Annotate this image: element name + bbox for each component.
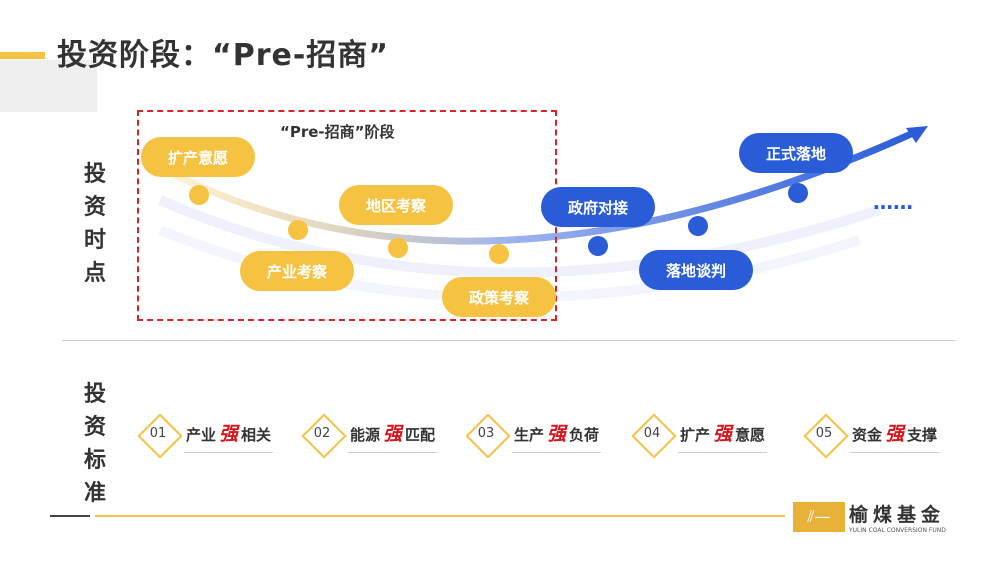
title-accent-bar [0, 52, 45, 59]
strong-char: 强 [885, 423, 905, 445]
stage-dot [688, 216, 708, 236]
stage-dot [788, 183, 808, 203]
standard-number: 03 [477, 426, 495, 441]
standard-item: 05 资金强支撑 [804, 414, 940, 454]
label-char: 投 [83, 382, 106, 407]
label-char: 点 [83, 261, 106, 286]
section-label-standards: 投 资 标 准 [80, 378, 110, 510]
strong-char: 强 [713, 423, 733, 445]
label-char: 标 [83, 448, 106, 473]
label-char: 投 [83, 162, 106, 187]
standard-text: 产业强相关 [184, 415, 274, 453]
page-title: 投资阶段：“Pre-招商” [57, 38, 390, 73]
label-char: 资 [83, 195, 106, 220]
standard-item: 03 生产强负荷 [466, 414, 602, 454]
standard-text: 能源强匹配 [348, 415, 438, 453]
section-divider [62, 340, 955, 341]
diamond-number-icon: 05 [804, 414, 844, 454]
diamond-number-icon: 03 [466, 414, 506, 454]
standard-item: 04 扩产强意愿 [632, 414, 768, 454]
standard-number: 01 [149, 426, 167, 441]
strong-char: 强 [547, 423, 567, 445]
stage-pill: 产业考察 [240, 251, 354, 291]
text: 资金 [852, 426, 883, 444]
label-char: 时 [83, 228, 106, 253]
stage-dots [189, 183, 808, 264]
footer-dash [50, 515, 90, 517]
standard-text: 生产强负荷 [512, 415, 602, 453]
stage-pill: 扩产意愿 [141, 137, 255, 177]
strong-char: 强 [383, 423, 403, 445]
text: 匹配 [405, 426, 436, 444]
standard-text: 扩产强意愿 [678, 415, 768, 453]
company-logo: ⫽— 榆煤基金 YULIN COAL CONVERSION FUND [793, 500, 946, 534]
text: 生产 [514, 426, 545, 444]
ellipsis: …… [873, 190, 913, 214]
stage-dot [588, 236, 608, 256]
stage-dot [189, 185, 209, 205]
logo-mark-icon: ⫽— [793, 502, 845, 532]
stage-dot [288, 220, 308, 240]
standard-number: 05 [815, 426, 833, 441]
faded-curve [157, 195, 882, 278]
main-curve [163, 126, 922, 245]
section-label-timing: 投 资 时 点 [80, 158, 110, 290]
standard-text: 资金强支撑 [850, 415, 940, 453]
arrow-head-icon [906, 126, 928, 143]
stage-pill: 政策考察 [442, 277, 556, 317]
decorative-grey-box [0, 60, 97, 112]
diamond-number-icon: 01 [138, 414, 178, 454]
diamond-number-icon: 04 [632, 414, 672, 454]
label-char: 准 [83, 481, 106, 506]
text: 扩产 [680, 426, 711, 444]
text: 支撑 [907, 426, 938, 444]
footer-line [95, 515, 785, 517]
stage-dot [489, 244, 509, 264]
pre-stage-label: “Pre-招商”阶段 [280, 123, 395, 141]
standard-number: 04 [643, 426, 661, 441]
stage-pill: 政府对接 [541, 187, 655, 227]
text: 意愿 [735, 426, 766, 444]
logo-name: 榆煤基金 [849, 504, 946, 526]
text: 产业 [186, 426, 217, 444]
diamond-number-icon: 02 [302, 414, 342, 454]
stage-pill: 落地谈判 [639, 250, 753, 290]
label-char: 资 [83, 415, 106, 440]
text: 相关 [241, 426, 272, 444]
text: 负荷 [569, 426, 600, 444]
stage-pill: 正式落地 [739, 133, 853, 173]
standard-item: 01 产业强相关 [138, 414, 274, 454]
strong-char: 强 [219, 423, 239, 445]
stage-dot [388, 238, 408, 258]
standard-item: 02 能源强匹配 [302, 414, 438, 454]
logo-subtitle: YULIN COAL CONVERSION FUND [849, 527, 946, 534]
standard-number: 02 [313, 426, 331, 441]
text: 能源 [350, 426, 381, 444]
stage-pill: 地区考察 [339, 185, 453, 225]
